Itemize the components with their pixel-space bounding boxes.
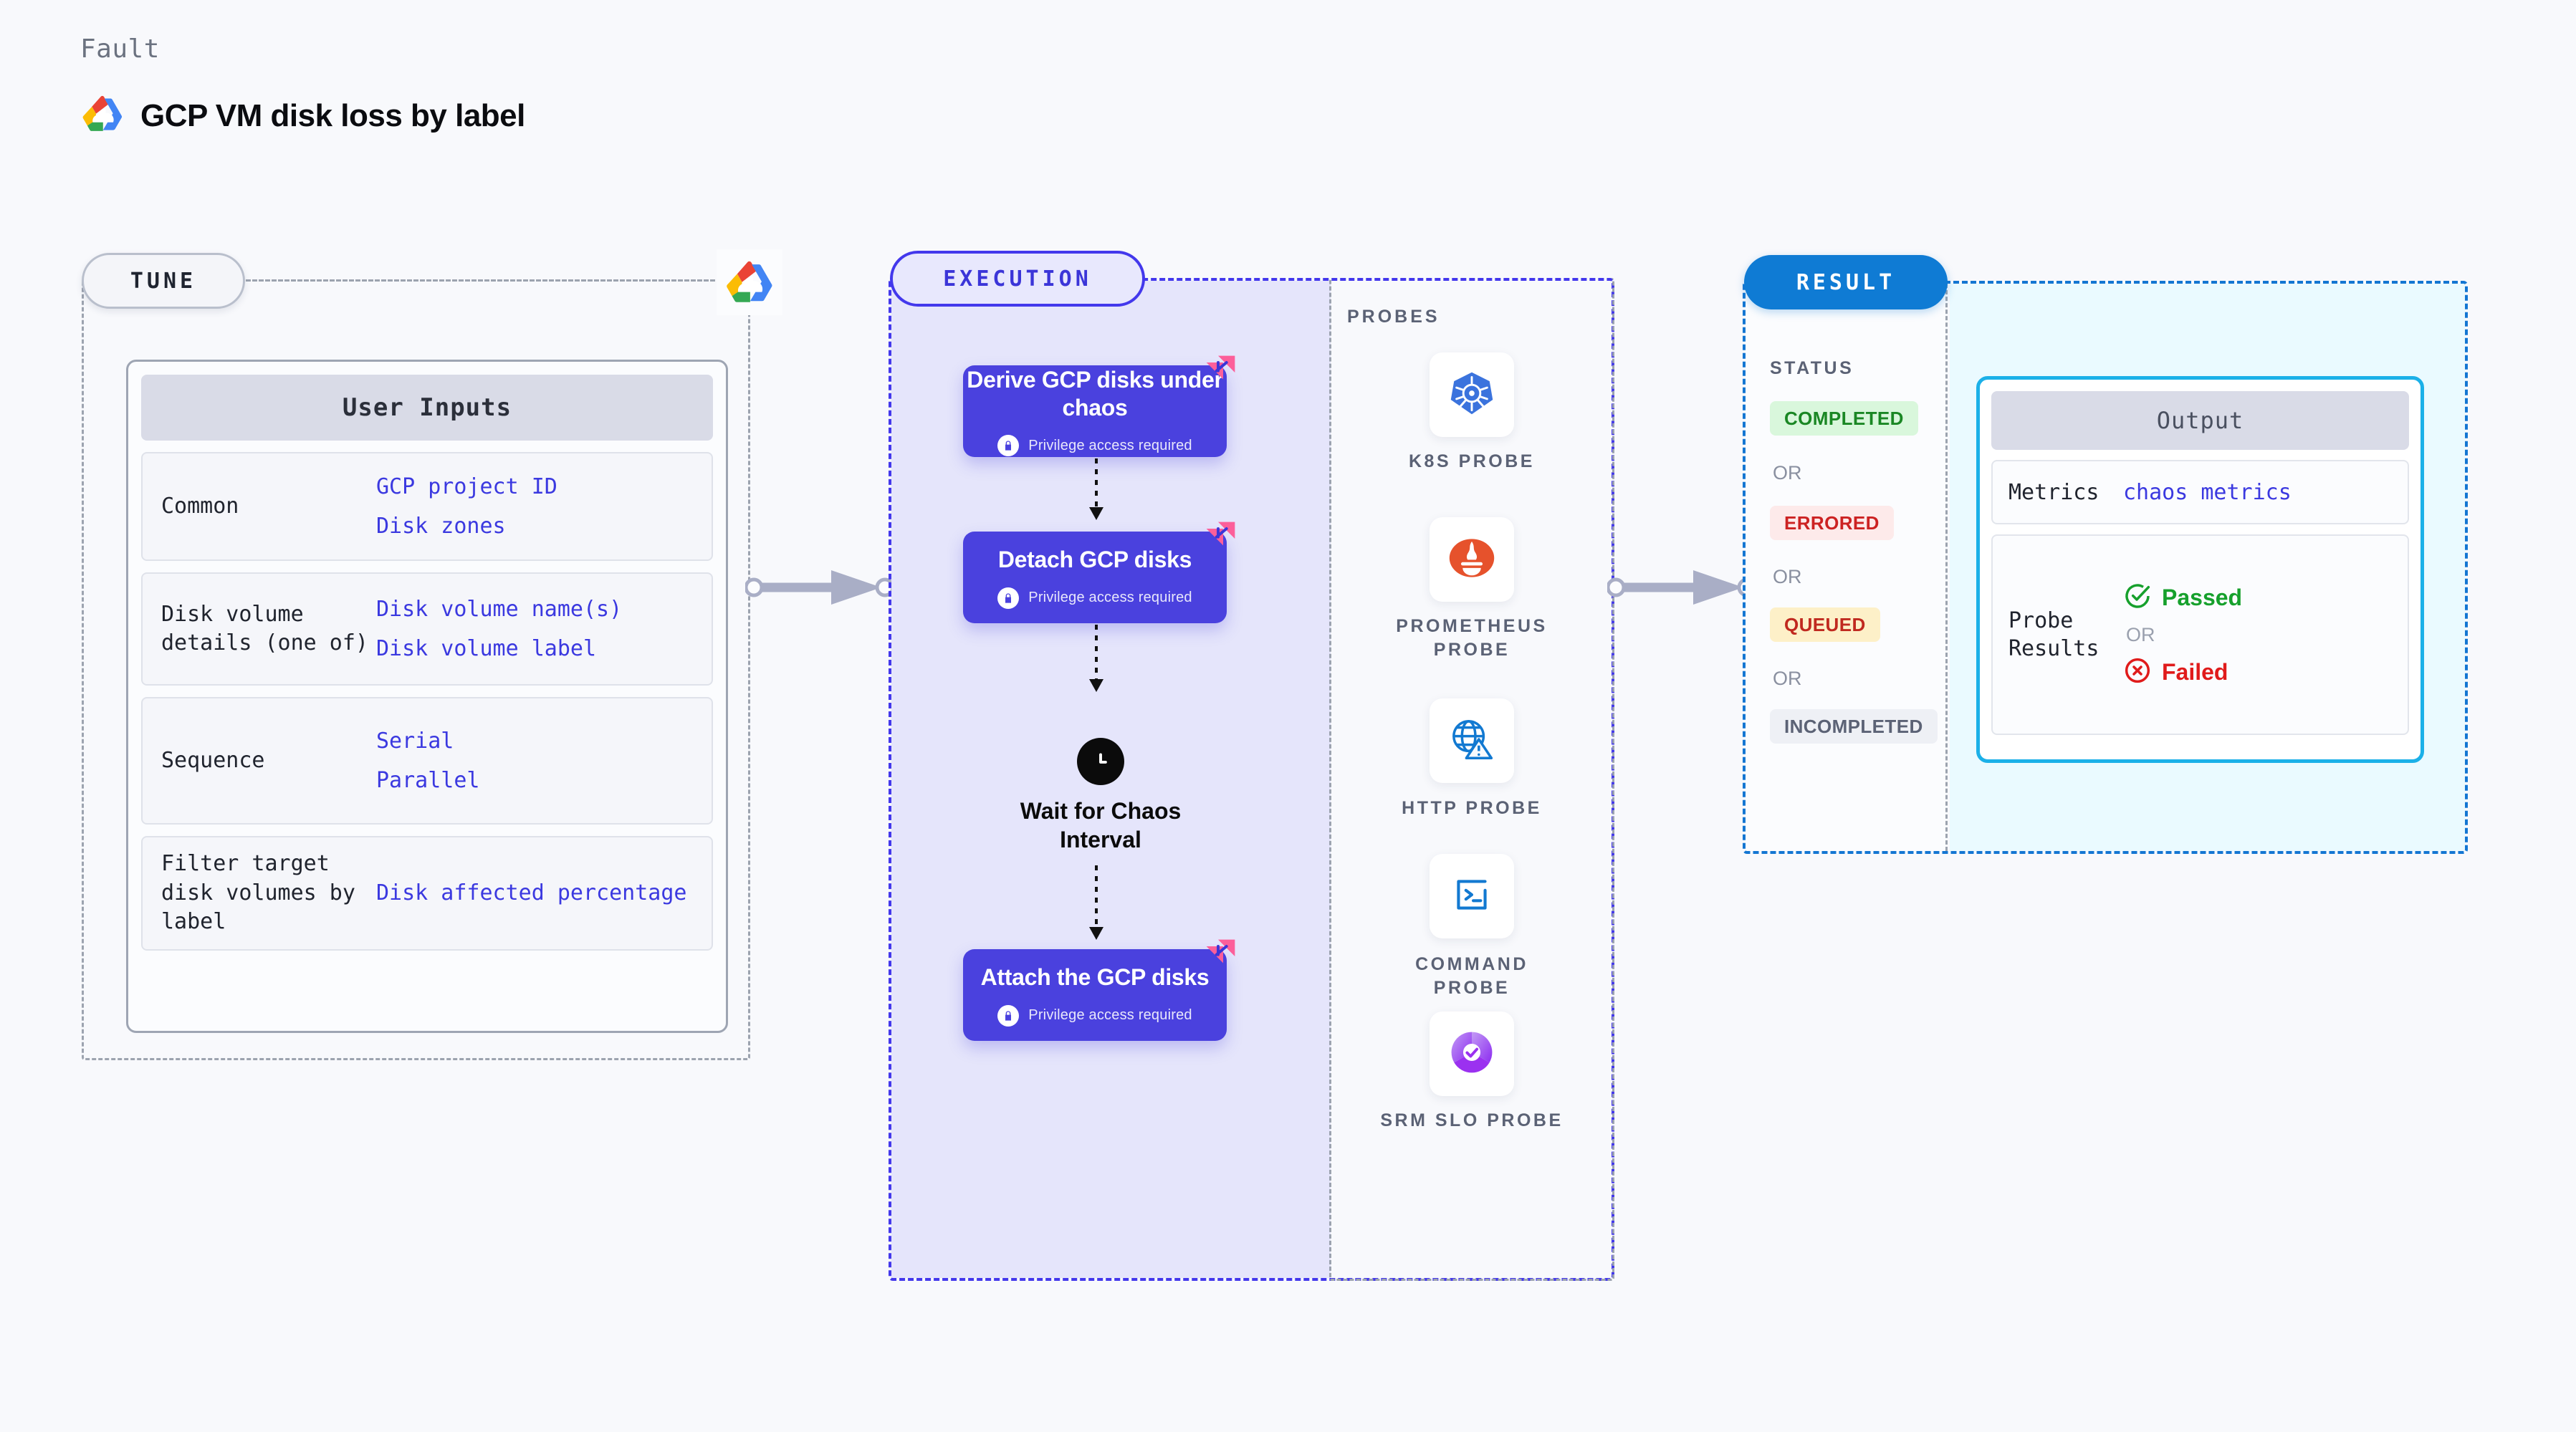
execution-node[interactable]: Detach GCP disks Privilege access requir… bbox=[963, 522, 1235, 623]
execution-pill-label: EXECUTION bbox=[890, 251, 1145, 307]
wait-node-label: Wait for Chaos Interval bbox=[1020, 798, 1182, 852]
kubernetes-icon bbox=[1446, 367, 1498, 423]
status-badge-errored: ERRORED bbox=[1770, 506, 1894, 540]
output-title: Output bbox=[1991, 391, 2409, 450]
connector-execution-to-result bbox=[1607, 570, 1757, 605]
result-panel-boundary bbox=[1743, 281, 2468, 854]
execution-node[interactable]: Attach the GCP disks Privilege access re… bbox=[963, 939, 1235, 1041]
fault-kicker-label: Fault bbox=[80, 34, 160, 64]
execution-node-title: Attach the GCP disks bbox=[980, 964, 1210, 991]
user-input-key: Disk volume details (one of) bbox=[161, 601, 368, 656]
output-row-metrics: Metrics chaos metrics bbox=[1991, 460, 2409, 524]
probe-card-srm-slo[interactable] bbox=[1430, 1011, 1514, 1096]
prometheus-icon bbox=[1445, 532, 1498, 588]
probe-result-passed: Passed bbox=[2123, 582, 2242, 614]
user-input-value[interactable]: Disk volume name(s) bbox=[376, 596, 623, 622]
privilege-note: Privilege access required bbox=[997, 435, 1192, 457]
lock-icon bbox=[997, 587, 1020, 609]
srm-slo-icon bbox=[1447, 1027, 1497, 1081]
terminal-icon bbox=[1448, 871, 1495, 922]
connector-tune-to-execution bbox=[745, 570, 895, 605]
status-badge-queued: QUEUED bbox=[1770, 607, 1880, 642]
status-badge-completed: COMPLETED bbox=[1770, 401, 1918, 436]
clock-icon bbox=[1077, 738, 1124, 785]
probe-result-failed: Failed bbox=[2123, 656, 2242, 688]
status-section-label: STATUS bbox=[1770, 358, 1854, 378]
output-probe-key: Probe Results bbox=[2008, 608, 2099, 661]
http-globe-warning-icon bbox=[1447, 714, 1497, 768]
result-status-column bbox=[1746, 284, 1948, 851]
probe-card-command[interactable] bbox=[1430, 854, 1514, 938]
user-input-key: Common bbox=[161, 493, 239, 519]
gcp-logo-icon bbox=[80, 92, 125, 140]
user-input-value[interactable]: Parallel bbox=[376, 768, 480, 793]
fault-title-row: GCP VM disk loss by label bbox=[80, 92, 525, 140]
user-input-value[interactable]: GCP project ID bbox=[376, 474, 557, 499]
user-input-key: Filter target disk volumes by label bbox=[161, 851, 355, 935]
status-or-label: OR bbox=[1773, 462, 1802, 484]
user-inputs-card: User Inputs Common GCP project ID Disk z… bbox=[126, 360, 728, 1033]
user-input-value[interactable]: Disk zones bbox=[376, 514, 506, 539]
privilege-note-text: Privilege access required bbox=[1028, 1007, 1192, 1024]
probe-label-srm-slo: SRM SLO PROBE bbox=[1380, 1110, 1564, 1130]
flow-arrow-down bbox=[1089, 865, 1103, 940]
probe-card-k8s[interactable] bbox=[1430, 352, 1514, 437]
fault-badge-icon bbox=[1206, 355, 1235, 380]
gcp-logo-icon bbox=[717, 249, 782, 315]
execution-node[interactable]: Derive GCP disks under chaos Privilege a… bbox=[963, 355, 1235, 457]
fault-badge-icon bbox=[1206, 939, 1235, 964]
page-title: GCP VM disk loss by label bbox=[140, 97, 525, 133]
flow-arrow-down bbox=[1089, 458, 1103, 520]
status-or-label: OR bbox=[1773, 566, 1802, 587]
user-input-row: Sequence Serial Parallel bbox=[141, 697, 713, 825]
fault-badge-icon bbox=[1206, 522, 1235, 546]
tune-header-dashed-line bbox=[246, 279, 741, 282]
probe-label-http: HTTP PROBE bbox=[1402, 798, 1542, 818]
tune-pill-label: TUNE bbox=[82, 253, 245, 309]
user-inputs-title: User Inputs bbox=[141, 375, 713, 441]
flow-arrow-down bbox=[1089, 625, 1103, 692]
user-input-key: Sequence bbox=[161, 747, 265, 773]
probe-result-failed-label: Failed bbox=[2162, 658, 2228, 685]
execution-node-title: Detach GCP disks bbox=[997, 547, 1192, 573]
x-circle-icon bbox=[2123, 656, 2152, 688]
user-input-value[interactable]: Disk affected percentage bbox=[376, 880, 687, 906]
user-input-value[interactable]: Serial bbox=[376, 728, 454, 754]
output-metrics-value[interactable]: chaos metrics bbox=[2123, 479, 2292, 505]
output-row-probe-results: Probe Results Passed OR bbox=[1991, 534, 2409, 735]
user-input-row: Common GCP project ID Disk zones bbox=[141, 452, 713, 561]
check-circle-icon bbox=[2123, 582, 2152, 614]
lock-icon bbox=[997, 1004, 1020, 1027]
user-input-row: Filter target disk volumes by label Disk… bbox=[141, 836, 713, 951]
probe-card-http[interactable] bbox=[1430, 698, 1514, 783]
output-metrics-key: Metrics bbox=[2008, 479, 2099, 505]
lock-icon bbox=[997, 435, 1020, 457]
privilege-note: Privilege access required bbox=[997, 1004, 1192, 1027]
result-pill-label: RESULT bbox=[1744, 255, 1948, 309]
user-input-value[interactable]: Disk volume label bbox=[376, 636, 597, 661]
probe-label-k8s: K8S PROBE bbox=[1409, 451, 1535, 471]
privilege-note: Privilege access required bbox=[997, 587, 1192, 609]
probes-section-label: PROBES bbox=[1347, 307, 1440, 327]
probe-label-command: COMMAND PROBE bbox=[1415, 954, 1528, 998]
user-input-row: Disk volume details (one of) Disk volume… bbox=[141, 572, 713, 686]
privilege-note-text: Privilege access required bbox=[1028, 437, 1192, 453]
output-card: Output Metrics chaos metrics Probe Resul… bbox=[1976, 376, 2424, 763]
status-or-label: OR bbox=[1773, 668, 1802, 689]
probe-card-prometheus[interactable] bbox=[1430, 517, 1514, 602]
status-badge-incompleted: INCOMPLETED bbox=[1770, 709, 1938, 744]
execution-node-title: Derive GCP disks under chaos bbox=[967, 366, 1223, 421]
probe-result-or-label: OR bbox=[2126, 623, 2155, 645]
probes-subpanel-boundary bbox=[1329, 278, 1614, 1281]
privilege-note-text: Privilege access required bbox=[1028, 590, 1192, 606]
probe-label-prometheus: PROMETHEUS PROBE bbox=[1396, 616, 1548, 660]
probe-result-passed-label: Passed bbox=[2162, 584, 2243, 610]
